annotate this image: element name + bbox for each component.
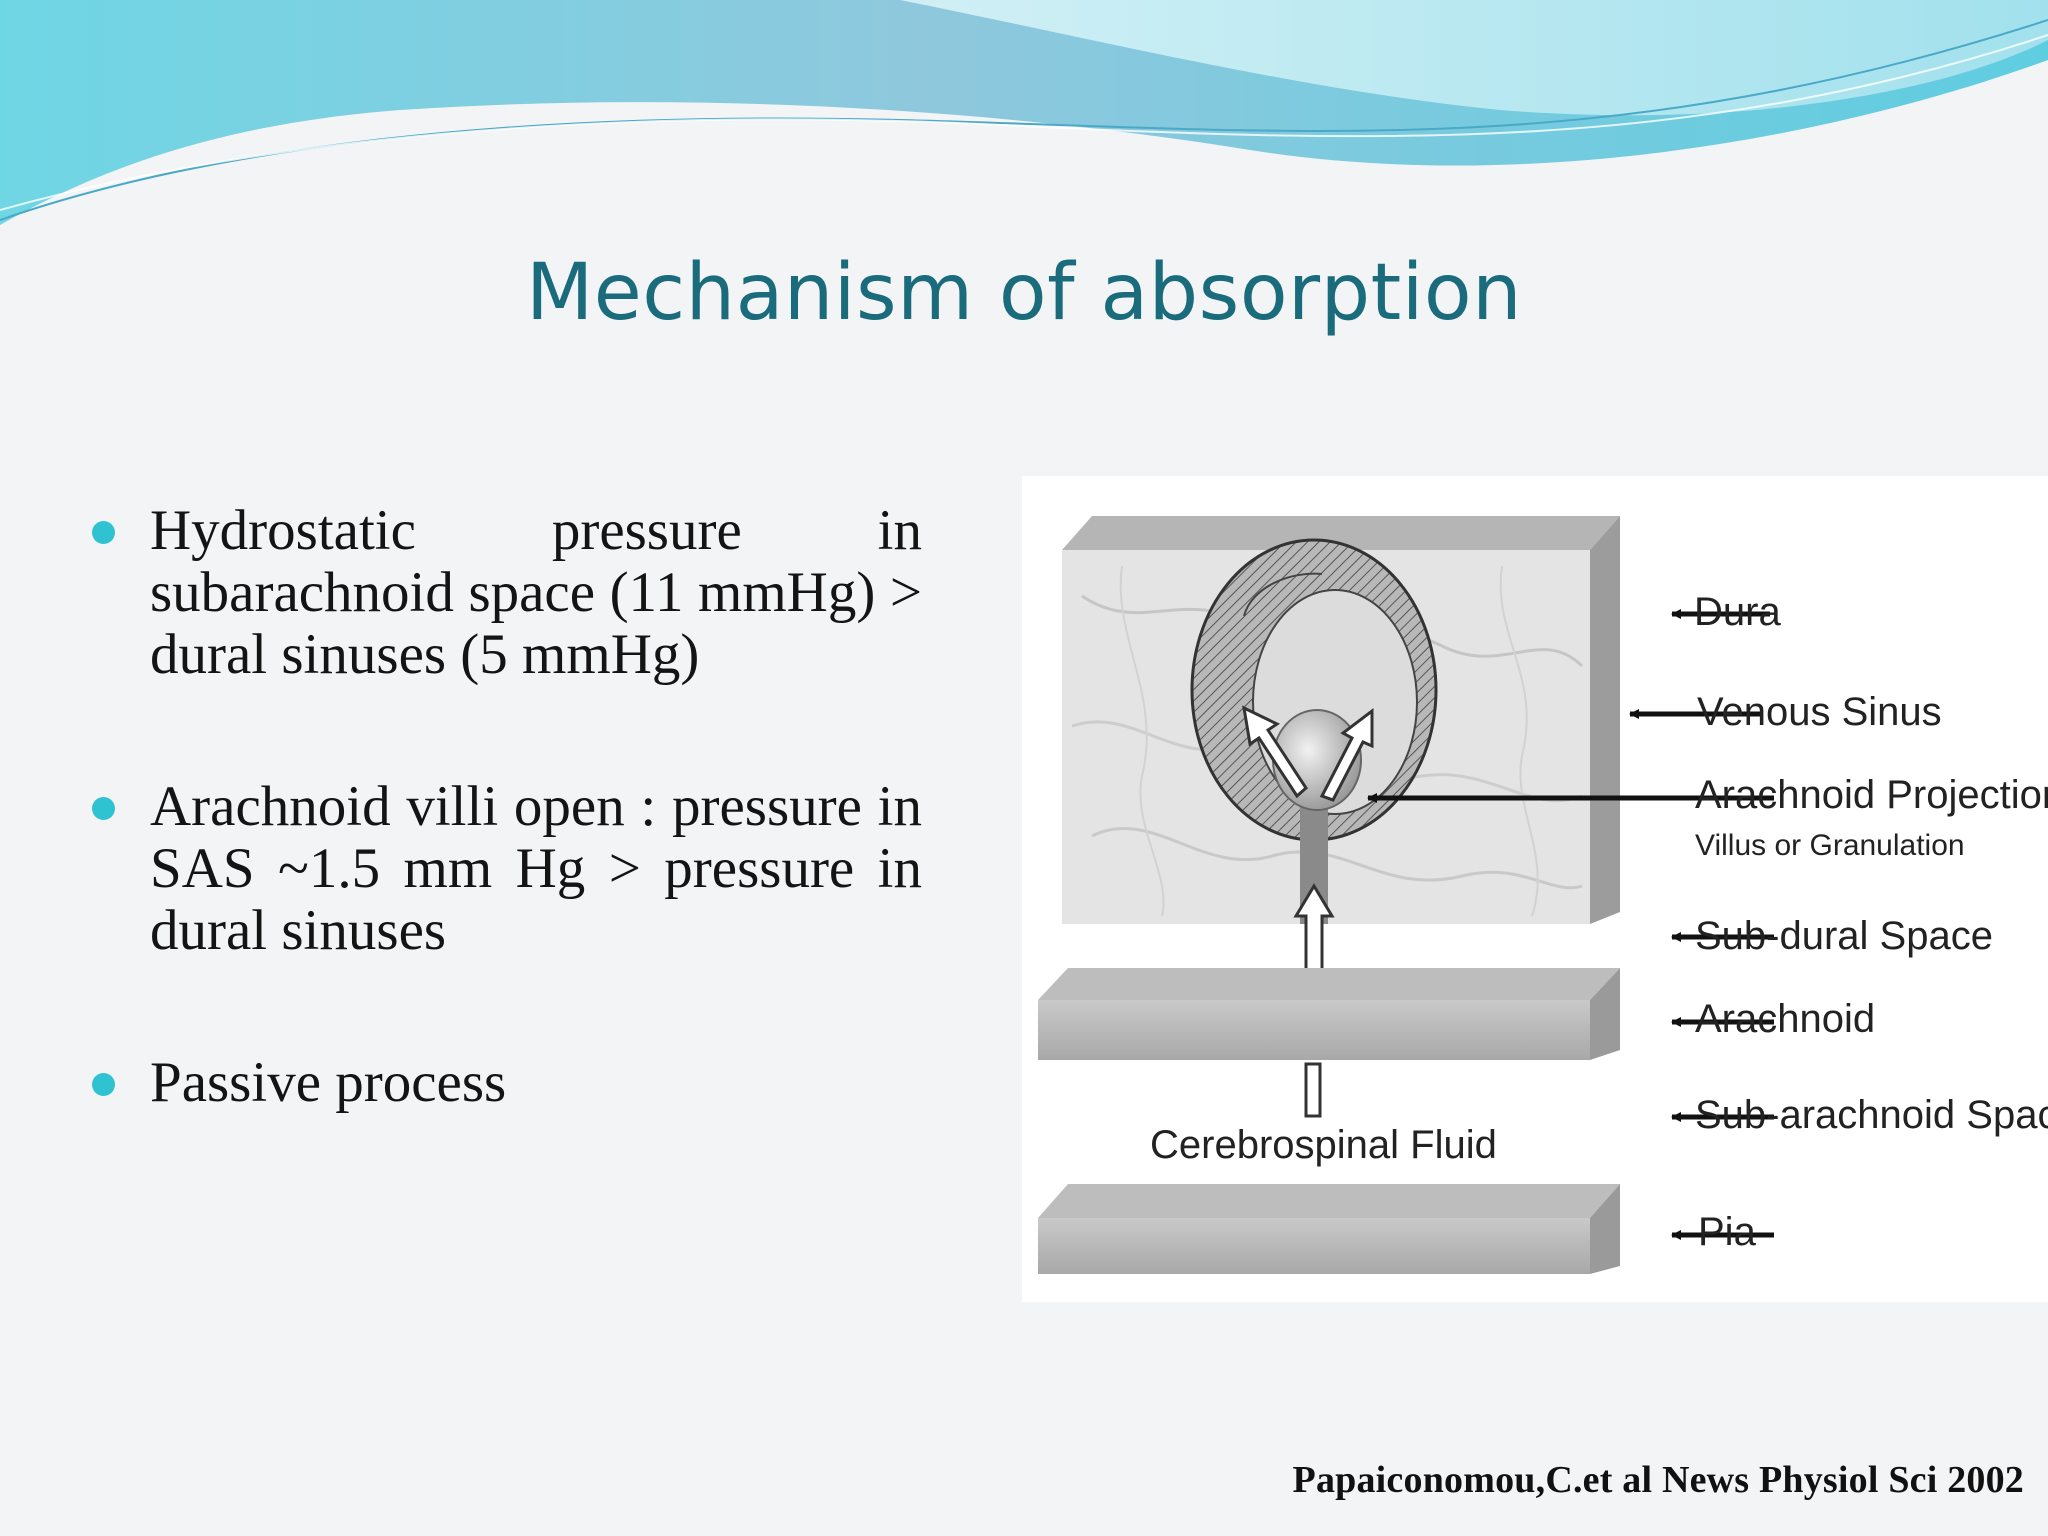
bullet-dot-icon bbox=[92, 797, 115, 820]
arachnoid-villus-diagram: Dura Venous Sinus Arachnoid Projection V… bbox=[1022, 476, 2048, 1302]
label-venous-sinus: Venous Sinus bbox=[1697, 690, 1942, 734]
label-arachnoid-projection: Arachnoid Projection bbox=[1695, 773, 2048, 817]
label-csf: Cerebrospinal Fluid bbox=[1150, 1123, 1497, 1167]
slide-title: Mechanism of absorption bbox=[525, 248, 1523, 338]
csf-flow-arrows bbox=[1242, 705, 1374, 1118]
bullet-dot-icon bbox=[92, 521, 115, 544]
label-dura: Dura bbox=[1694, 590, 1781, 634]
label-subarachnoid-space: Sub-arachnoid Space bbox=[1695, 1093, 2048, 1137]
bullet-text: Passive process bbox=[150, 1051, 507, 1114]
pia-slab bbox=[1038, 1184, 1620, 1274]
citation: Papaiconomou,C.et al News Physiol Sci 20… bbox=[1292, 1459, 2024, 1501]
label-pointer-arrows bbox=[1367, 609, 1774, 1240]
bullet-item: Hydrostatic pressure in subarachnoid spa… bbox=[92, 500, 922, 686]
bullet-item: Arachnoid villi open : pressure in SAS ~… bbox=[92, 776, 922, 962]
bullet-item: Passive process bbox=[92, 1052, 922, 1114]
header-wave-decoration bbox=[0, 0, 2048, 225]
bullet-dot-icon bbox=[92, 1073, 115, 1096]
label-arachnoid: Arachnoid bbox=[1695, 997, 1875, 1041]
arachnoid-slab bbox=[1038, 968, 1620, 1060]
label-subdural-space: Sub-dural Space bbox=[1695, 914, 1993, 958]
bullet-text: Arachnoid villi open : pressure in SAS ~… bbox=[150, 775, 922, 962]
bullet-list: Hydrostatic pressure in subarachnoid spa… bbox=[92, 500, 922, 1114]
label-pia: Pia bbox=[1698, 1210, 1757, 1254]
label-villus-granulation: Villus or Granulation bbox=[1695, 829, 1965, 862]
bullet-text: Hydrostatic pressure in subarachnoid spa… bbox=[150, 499, 922, 686]
venous-sinus-ring bbox=[1190, 538, 1438, 842]
